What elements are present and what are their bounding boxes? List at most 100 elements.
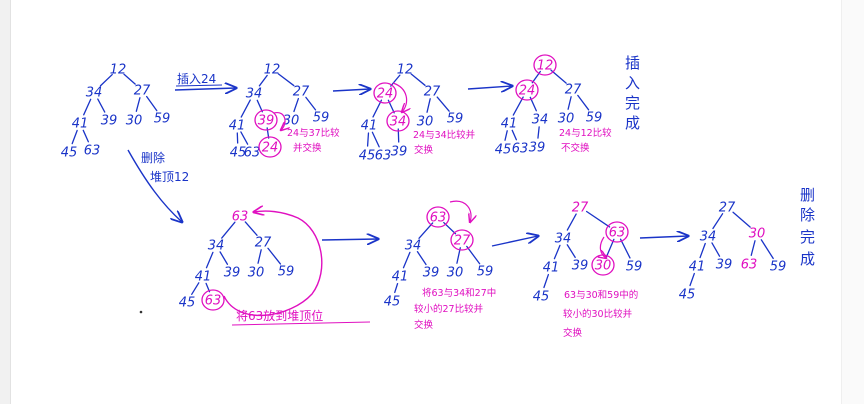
insert-label-underline [175, 84, 223, 87]
tree-edge [512, 96, 524, 116]
tree-edge [416, 251, 427, 266]
note-t4-line1: 24与12比较 [559, 127, 612, 139]
heap-node-b4-7: 45 [679, 288, 696, 303]
heap-node-t2-2: 27 [293, 85, 310, 100]
heap-node-b2-3: 41 [392, 270, 409, 285]
tree-edge [123, 73, 136, 85]
tree-edge [244, 221, 258, 236]
heap-node-t4-8: 63 [512, 142, 529, 157]
arrow-step-4 [491, 236, 538, 247]
heap-node-t3-0: 12 [397, 63, 414, 78]
transition-arrows [127, 86, 688, 247]
heap-node-t1-1: 34 [86, 86, 103, 101]
heap-node-t1-3: 41 [72, 117, 89, 132]
heap-node-t4-3: 41 [501, 117, 518, 132]
heap-node-t4-9: 39 [529, 141, 546, 156]
tree-edge [258, 74, 268, 87]
tree-edge [550, 69, 567, 84]
tree-edge [135, 97, 141, 112]
tree-edge [760, 239, 774, 260]
delete-done-char-3: 完 [800, 228, 815, 246]
heap-node-t3-9: 39 [391, 145, 408, 160]
heap-node-b4-4: 39 [716, 258, 733, 273]
heap-node-t3-5: 30 [417, 115, 434, 130]
stray-dot [139, 310, 143, 314]
swap-curve-b2 [449, 200, 471, 222]
swap-curve-b3 [600, 236, 606, 258]
heap-node-t3-6: 59 [447, 112, 464, 127]
tree-edge [394, 282, 399, 294]
tree-edge [711, 242, 721, 257]
note-b1: 将63放到堆顶位 [236, 308, 323, 323]
note-t2-line1: 24与37比较 [287, 127, 340, 139]
highlight-circle [426, 206, 450, 228]
tree-edge [537, 126, 540, 139]
heap-node-t1-6: 59 [154, 112, 171, 127]
highlight-circle [258, 136, 282, 158]
heap-node-t3-2: 27 [424, 85, 441, 100]
note-t4-line2: 不交换 [561, 142, 590, 154]
heap-node-b3-0: 27 [572, 201, 589, 216]
heap-node-b2-2: 27 [454, 234, 471, 249]
tree-edge [466, 245, 481, 265]
heap-node-b2-4: 39 [423, 266, 440, 281]
tree-edge [543, 273, 550, 289]
note-b2-line1: 将63与34和27中 [422, 287, 496, 299]
note-b3-line3: 交换 [563, 327, 583, 339]
heap-node-b3-4: 39 [572, 259, 589, 274]
heap-node-b1-1: 34 [208, 239, 225, 254]
heap-node-b3-2: 63 [609, 226, 626, 241]
highlight-circle [373, 82, 397, 104]
tree-edge [372, 99, 383, 118]
insert-done-char-1: 插 [625, 54, 640, 72]
tree-edge [240, 131, 249, 145]
heap-node-b4-3: 41 [689, 260, 706, 275]
note-b2-line3: 交换 [414, 319, 434, 331]
tree-edge [712, 213, 724, 230]
heap-node-t2-9: 24 [262, 141, 279, 156]
note-b3-line2: 较小的30比较并 [563, 308, 633, 320]
heap-node-b1-6: 59 [278, 265, 295, 280]
tree-edge [585, 210, 611, 228]
heap-node-t3-4: 34 [390, 115, 407, 130]
tree-edge [699, 242, 706, 259]
heap-node-t2-6: 59 [313, 111, 330, 126]
heap-node-b1-7: 45 [179, 296, 196, 311]
tree-edge [82, 129, 89, 143]
heap-node-t1-4: 39 [101, 114, 118, 129]
note-t3-line1: 24与34比较并 [413, 129, 476, 141]
tree-edge [366, 132, 370, 147]
tree-edge [732, 211, 751, 228]
tree-edge [511, 129, 518, 141]
heap-node-b4-6: 59 [770, 260, 787, 275]
heap-node-b1-2: 27 [255, 236, 272, 251]
tree-edge [566, 213, 577, 231]
tree-edge [277, 73, 295, 87]
heap-node-t3-3: 41 [361, 119, 378, 134]
highlight-circle [533, 54, 557, 76]
heap-node-b3-6: 59 [626, 260, 643, 275]
tree-edge [267, 247, 282, 265]
heap-node-b3-1: 34 [555, 232, 572, 247]
move-loop-b1 [223, 211, 323, 317]
tree-edge [566, 244, 576, 259]
arrow-step-3 [321, 239, 378, 240]
insert-done-char-3: 完 [625, 94, 640, 112]
left-margin-bar [0, 0, 11, 404]
note-t3-line2: 交换 [414, 144, 434, 156]
highlight-circle [386, 110, 410, 132]
arrow-insert-24 [174, 88, 236, 90]
tree-edge [240, 99, 251, 118]
heap-node-t2-7: 45 [230, 146, 247, 161]
heap-node-b2-5: 30 [447, 266, 464, 281]
note-b1-underline [231, 321, 371, 326]
heap-node-b1-8: 63 [205, 294, 222, 309]
heap-node-t2-4: 39 [258, 114, 275, 129]
tree-edge [390, 74, 401, 87]
heap-node-b4-1: 34 [700, 230, 717, 245]
tree-edge [83, 98, 92, 116]
tree-edge [436, 96, 450, 112]
tree-edge [577, 94, 590, 111]
